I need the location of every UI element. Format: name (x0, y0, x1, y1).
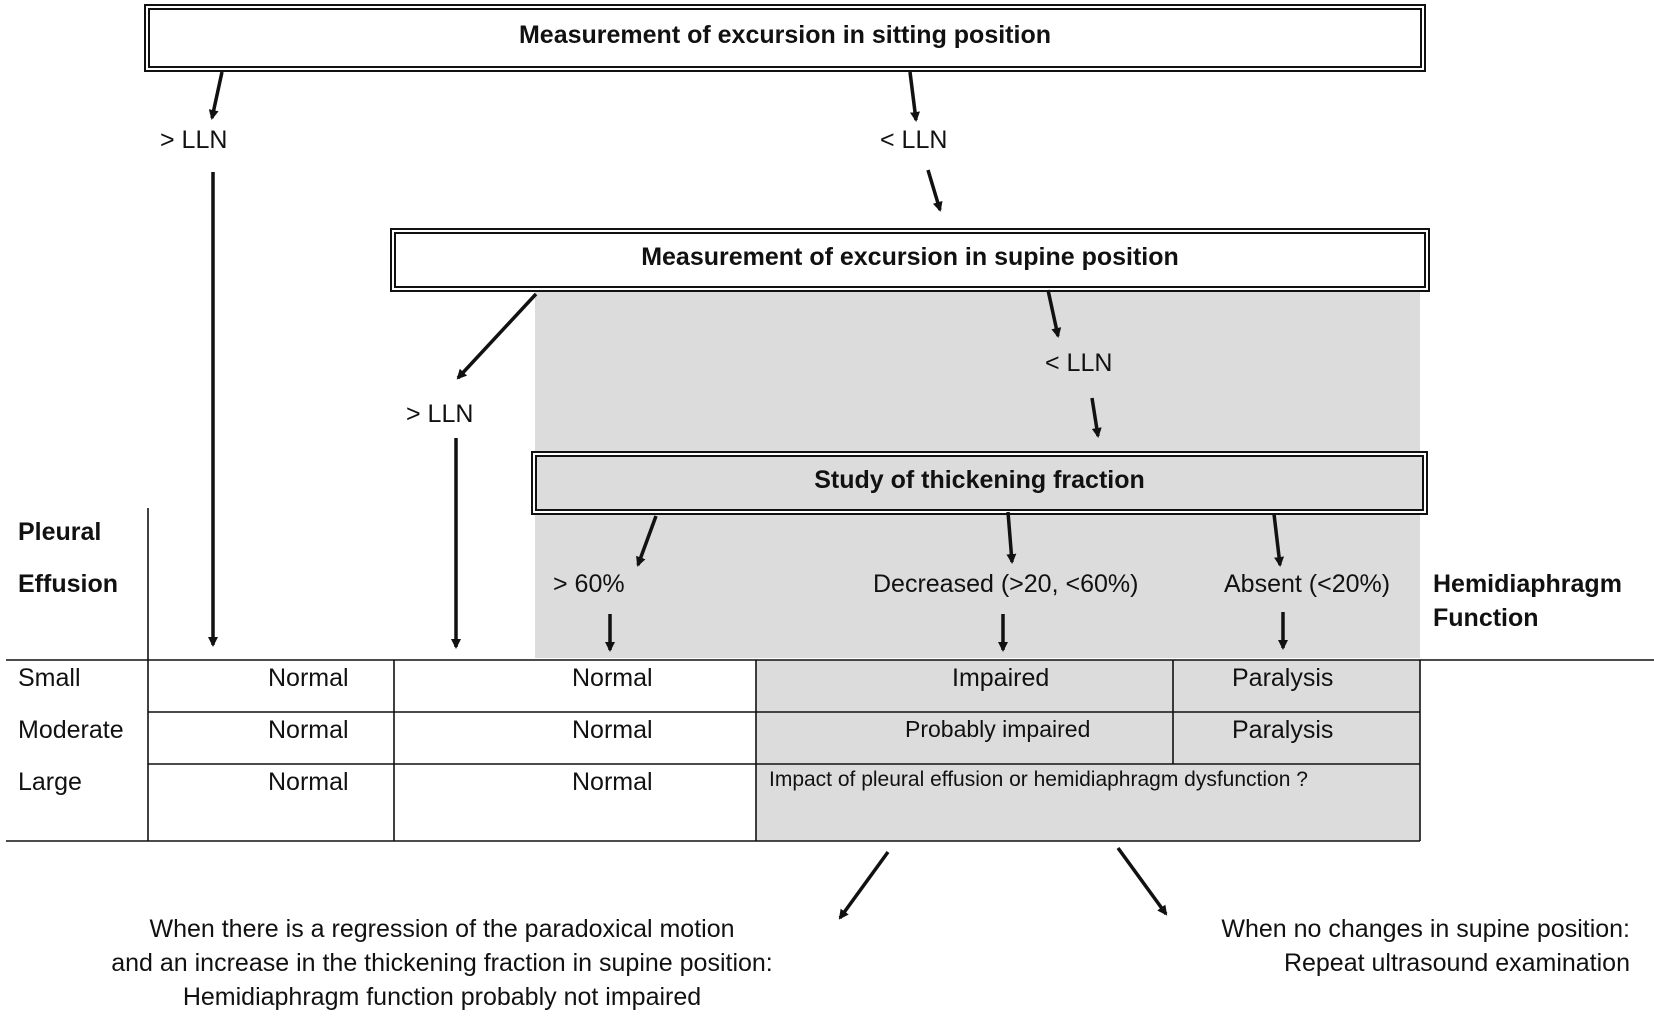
note-paradoxical-regression: When there is a regression of the parado… (72, 912, 812, 1014)
note-left-line1: When there is a regression of the parado… (149, 915, 735, 943)
supine-measurement-box: Measurement of excursion in supine posit… (394, 232, 1426, 288)
cell-moderate-col3: Probably impaired (905, 716, 1091, 742)
tf-decreased-label: Decreased (>20, <60%) (873, 570, 1139, 598)
cell-large-col1: Normal (268, 768, 349, 796)
supine-below-lln-label: < LLN (1045, 349, 1113, 377)
cell-large-col3: Impact of pleural effusion or hemidiaphr… (769, 768, 1308, 791)
thickening-fraction-title: Study of thickening fraction (814, 465, 1145, 494)
cell-moderate-col1: Normal (268, 716, 349, 744)
note-no-changes: When no changes in supine position: Repe… (1150, 912, 1630, 980)
row-label-large: Large (18, 768, 82, 796)
cell-large-col2: Normal (572, 768, 653, 796)
row-label-moderate: Moderate (18, 716, 124, 744)
tf-above-60-label: > 60% (553, 570, 625, 598)
cell-small-col3: Impaired (952, 664, 1050, 692)
tf-absent-label: Absent (<20%) (1224, 570, 1391, 598)
hemidiaphragm-function-label-line2: Function (1433, 604, 1539, 632)
supine-above-lln-label: > LLN (406, 400, 474, 428)
cell-small-col2: Normal (572, 664, 653, 692)
cell-small-col1: Normal (268, 664, 349, 692)
cell-moderate-col4: Paralysis (1232, 716, 1334, 744)
note-left-line2: and an increase in the thickening fracti… (111, 949, 773, 977)
note-right-line1: When no changes in supine position: (1221, 915, 1630, 943)
thickening-fraction-box: Study of thickening fraction (535, 455, 1424, 511)
note-right-line2: Repeat ultrasound examination (1283, 949, 1630, 977)
sitting-measurement-title: Measurement of excursion in sitting posi… (518, 20, 1051, 49)
sitting-below-lln-label: < LLN (880, 126, 948, 154)
cell-small-col4: Paralysis (1232, 664, 1334, 692)
sitting-above-lln-label: > LLN (160, 126, 228, 154)
pleural-effusion-label-line2: Effusion (18, 570, 118, 598)
shaded-region-table (756, 660, 1420, 841)
note-left-line3: Hemidiaphragm function probably not impa… (182, 983, 702, 1011)
row-label-small: Small (18, 664, 81, 692)
supine-measurement-title: Measurement of excursion in supine posit… (641, 242, 1179, 271)
cell-moderate-col2: Normal (572, 716, 653, 744)
pleural-effusion-label-line1: Pleural (18, 518, 102, 546)
sitting-measurement-box: Measurement of excursion in sitting posi… (148, 8, 1422, 68)
hemidiaphragm-function-label-line1: Hemidiaphragm (1433, 570, 1622, 598)
